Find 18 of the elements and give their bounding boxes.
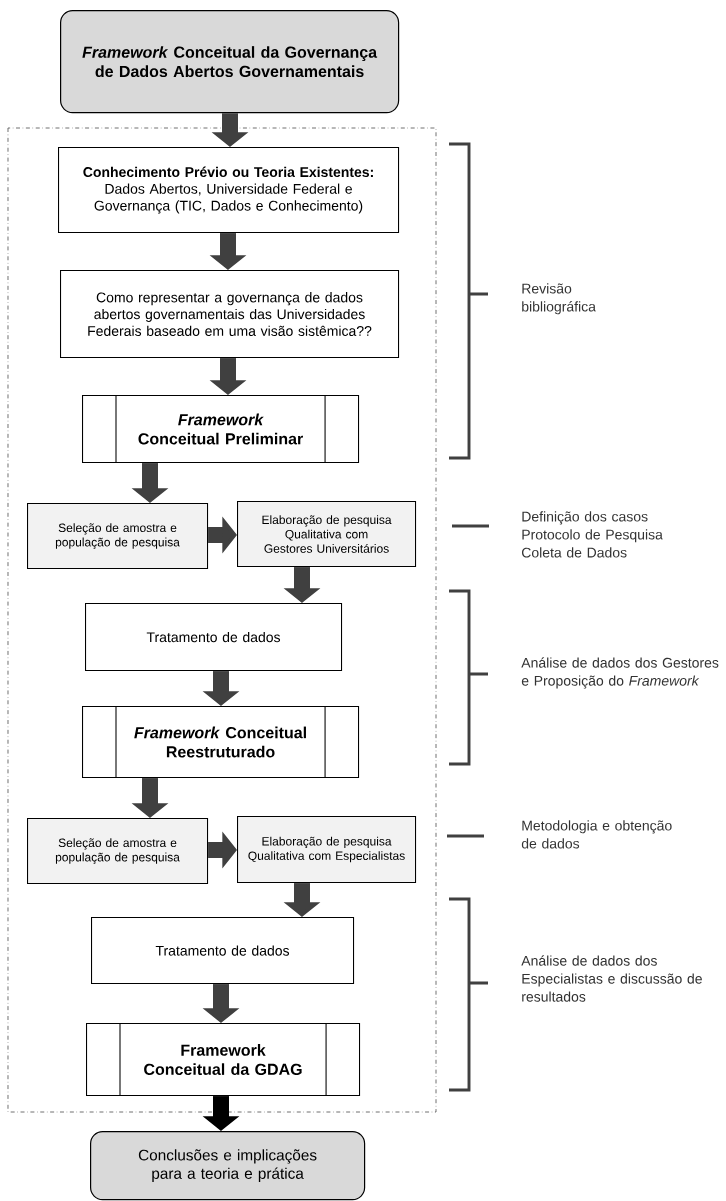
predefined-process-box: Framework Conceitual Preliminar [82,394,360,464]
side-label: Análise de dados dos Especialistas e discussão de resultados [521,955,702,1002]
predefined-process-box: Framework Conceitual Reestruturado [82,705,360,779]
process-box: Como representar a governança de dados abertos governamentais das Universidades Federais baseado em uma visão sistêmica?? [60,270,400,359]
rounded-box: Framework Conceitual da Governança de Dados Abertos Governamentais [60,10,400,114]
side-label: Revisão bibliográfica [522,283,596,315]
process-box: Elaboração de pesquisa Qualitativa com Especialistas [237,816,417,884]
side-label: Análise de dados dos Gestores e Proposição do Framework [521,657,719,689]
process-box: Tratamento de dados [85,603,343,672]
process-box: Seleção de amostra e população de pesquisa [27,818,209,885]
process-box: Seleção de amostra e população de pesquisa [27,503,209,570]
side-label: Metodologia e obtenção de dados [521,820,672,849]
process-box: Tratamento de dados [91,917,355,985]
rounded-box: Conclusões e implicações para a teoria e prática [90,1131,366,1201]
predefined-process-box: Framework Conceitual da GDAG [86,1022,361,1097]
side-label: Definição dos casos Protocolo de Pesquisa Coleta de Dados [522,511,663,558]
process-box: Conhecimento Prévio ou Teoria Existentes: Dados Abertos, Universidade Federal e Governança (TIC, Dados e Conhecimento) [58,147,400,234]
process-box: Elaboração de pesquisa Qualitativa com Gestores Universitários [237,501,417,568]
